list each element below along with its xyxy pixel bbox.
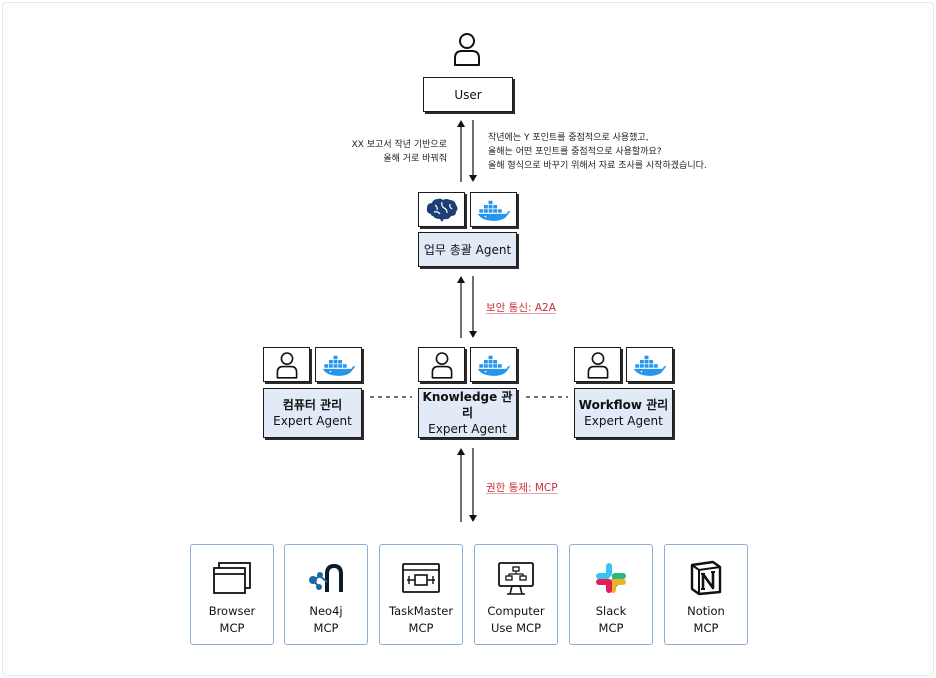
workflow-expert-name: Workflow 관리 <box>578 398 669 412</box>
docker-icon <box>477 355 510 376</box>
orchestrator-agent-box[interactable]: 업무 총괄 Agent <box>418 232 517 267</box>
dashed-connector-right <box>526 396 568 398</box>
slack-mcp-line2: MCP <box>598 621 624 635</box>
a2a-arrows <box>457 276 477 338</box>
mcp-label: 권한 통제: MCP <box>486 482 558 494</box>
response-line-1: 작년에는 Y 포인트를 중점적으로 사용했고, <box>488 133 649 143</box>
notion-icon <box>690 560 722 596</box>
taskmaster-mcp-line2: MCP <box>408 621 434 635</box>
request-line-2: 올해 거로 바꿔줘 <box>383 154 447 164</box>
person-icon <box>276 351 297 379</box>
a2a-label: 보안 통신: A2A <box>486 302 556 314</box>
docker-icon <box>477 200 510 221</box>
computer-expert-person-box <box>263 347 310 382</box>
response-note: 작년에는 Y 포인트를 중점적으로 사용했고, 올해는 어떤 포인트를 중점적으… <box>488 131 748 173</box>
docker-icon <box>322 355 355 376</box>
knowledge-expert-name: Knowledge 관리 <box>422 390 513 420</box>
knowledge-expert-docker-box <box>470 347 517 382</box>
computer-expert-name: 컴퓨터 관리 <box>282 398 343 412</box>
neo4j-mcp-line1: Neo4j <box>309 604 343 618</box>
slack-icon <box>596 563 626 593</box>
notion-mcp-line2: MCP <box>693 621 719 635</box>
request-line-1: XX 보고서 작년 기반으로 <box>351 140 447 150</box>
user-icon <box>454 33 480 66</box>
computer-use-mcp-line1: Computer <box>487 604 545 618</box>
user-box[interactable]: User <box>423 77 513 112</box>
workflow-expert-agent[interactable]: Workflow 관리 Expert Agent <box>574 388 673 438</box>
browser-mcp-line1: Browser <box>208 604 256 618</box>
user-label: User <box>454 87 482 102</box>
browser-windows-icon <box>213 562 251 594</box>
person-icon <box>587 351 608 379</box>
computer-expert-docker-box <box>315 347 362 382</box>
notion-mcp-line1: Notion <box>687 604 725 618</box>
response-line-2: 올해는 어떤 포인트를 중점적으로 사용할까요? <box>488 147 662 157</box>
browser-mcp-line2: MCP <box>219 621 245 635</box>
computer-use-mcp-line2: Use MCP <box>490 621 542 635</box>
response-line-3: 올해 형식으로 바꾸기 위해서 자료 조사를 시작하겠습니다. <box>488 161 707 171</box>
neo4j-mcp-line2: MCP <box>313 621 339 635</box>
knowledge-expert-role: Expert Agent <box>428 422 507 436</box>
dashed-connector-left <box>370 396 412 398</box>
person-icon <box>431 351 452 379</box>
orchestrator-brain-box <box>418 192 465 227</box>
orchestrator-docker-box <box>470 192 517 227</box>
taskmaster-icon <box>402 563 440 593</box>
slack-mcp-line1: Slack <box>595 604 627 618</box>
knowledge-expert-person-box <box>418 347 465 382</box>
mcp-arrows <box>457 448 477 522</box>
request-note: XX 보고서 작년 기반으로 올해 거로 바꿔줘 <box>320 138 447 166</box>
docker-icon <box>633 355 666 376</box>
knowledge-expert-agent[interactable]: Knowledge 관리 Expert Agent <box>418 388 517 438</box>
user-orchestrator-arrows <box>457 120 477 182</box>
orchestrator-label: 업무 총괄 Agent <box>423 242 512 257</box>
brain-icon <box>426 198 457 222</box>
taskmaster-mcp-line1: TaskMaster <box>388 604 454 618</box>
computer-monitor-icon <box>498 562 534 595</box>
workflow-expert-person-box <box>574 347 621 382</box>
workflow-expert-role: Expert Agent <box>584 414 663 428</box>
computer-expert-agent[interactable]: 컴퓨터 관리 Expert Agent <box>263 388 362 438</box>
computer-expert-role: Expert Agent <box>273 414 352 428</box>
neo4j-icon <box>309 563 343 592</box>
workflow-expert-docker-box <box>626 347 673 382</box>
